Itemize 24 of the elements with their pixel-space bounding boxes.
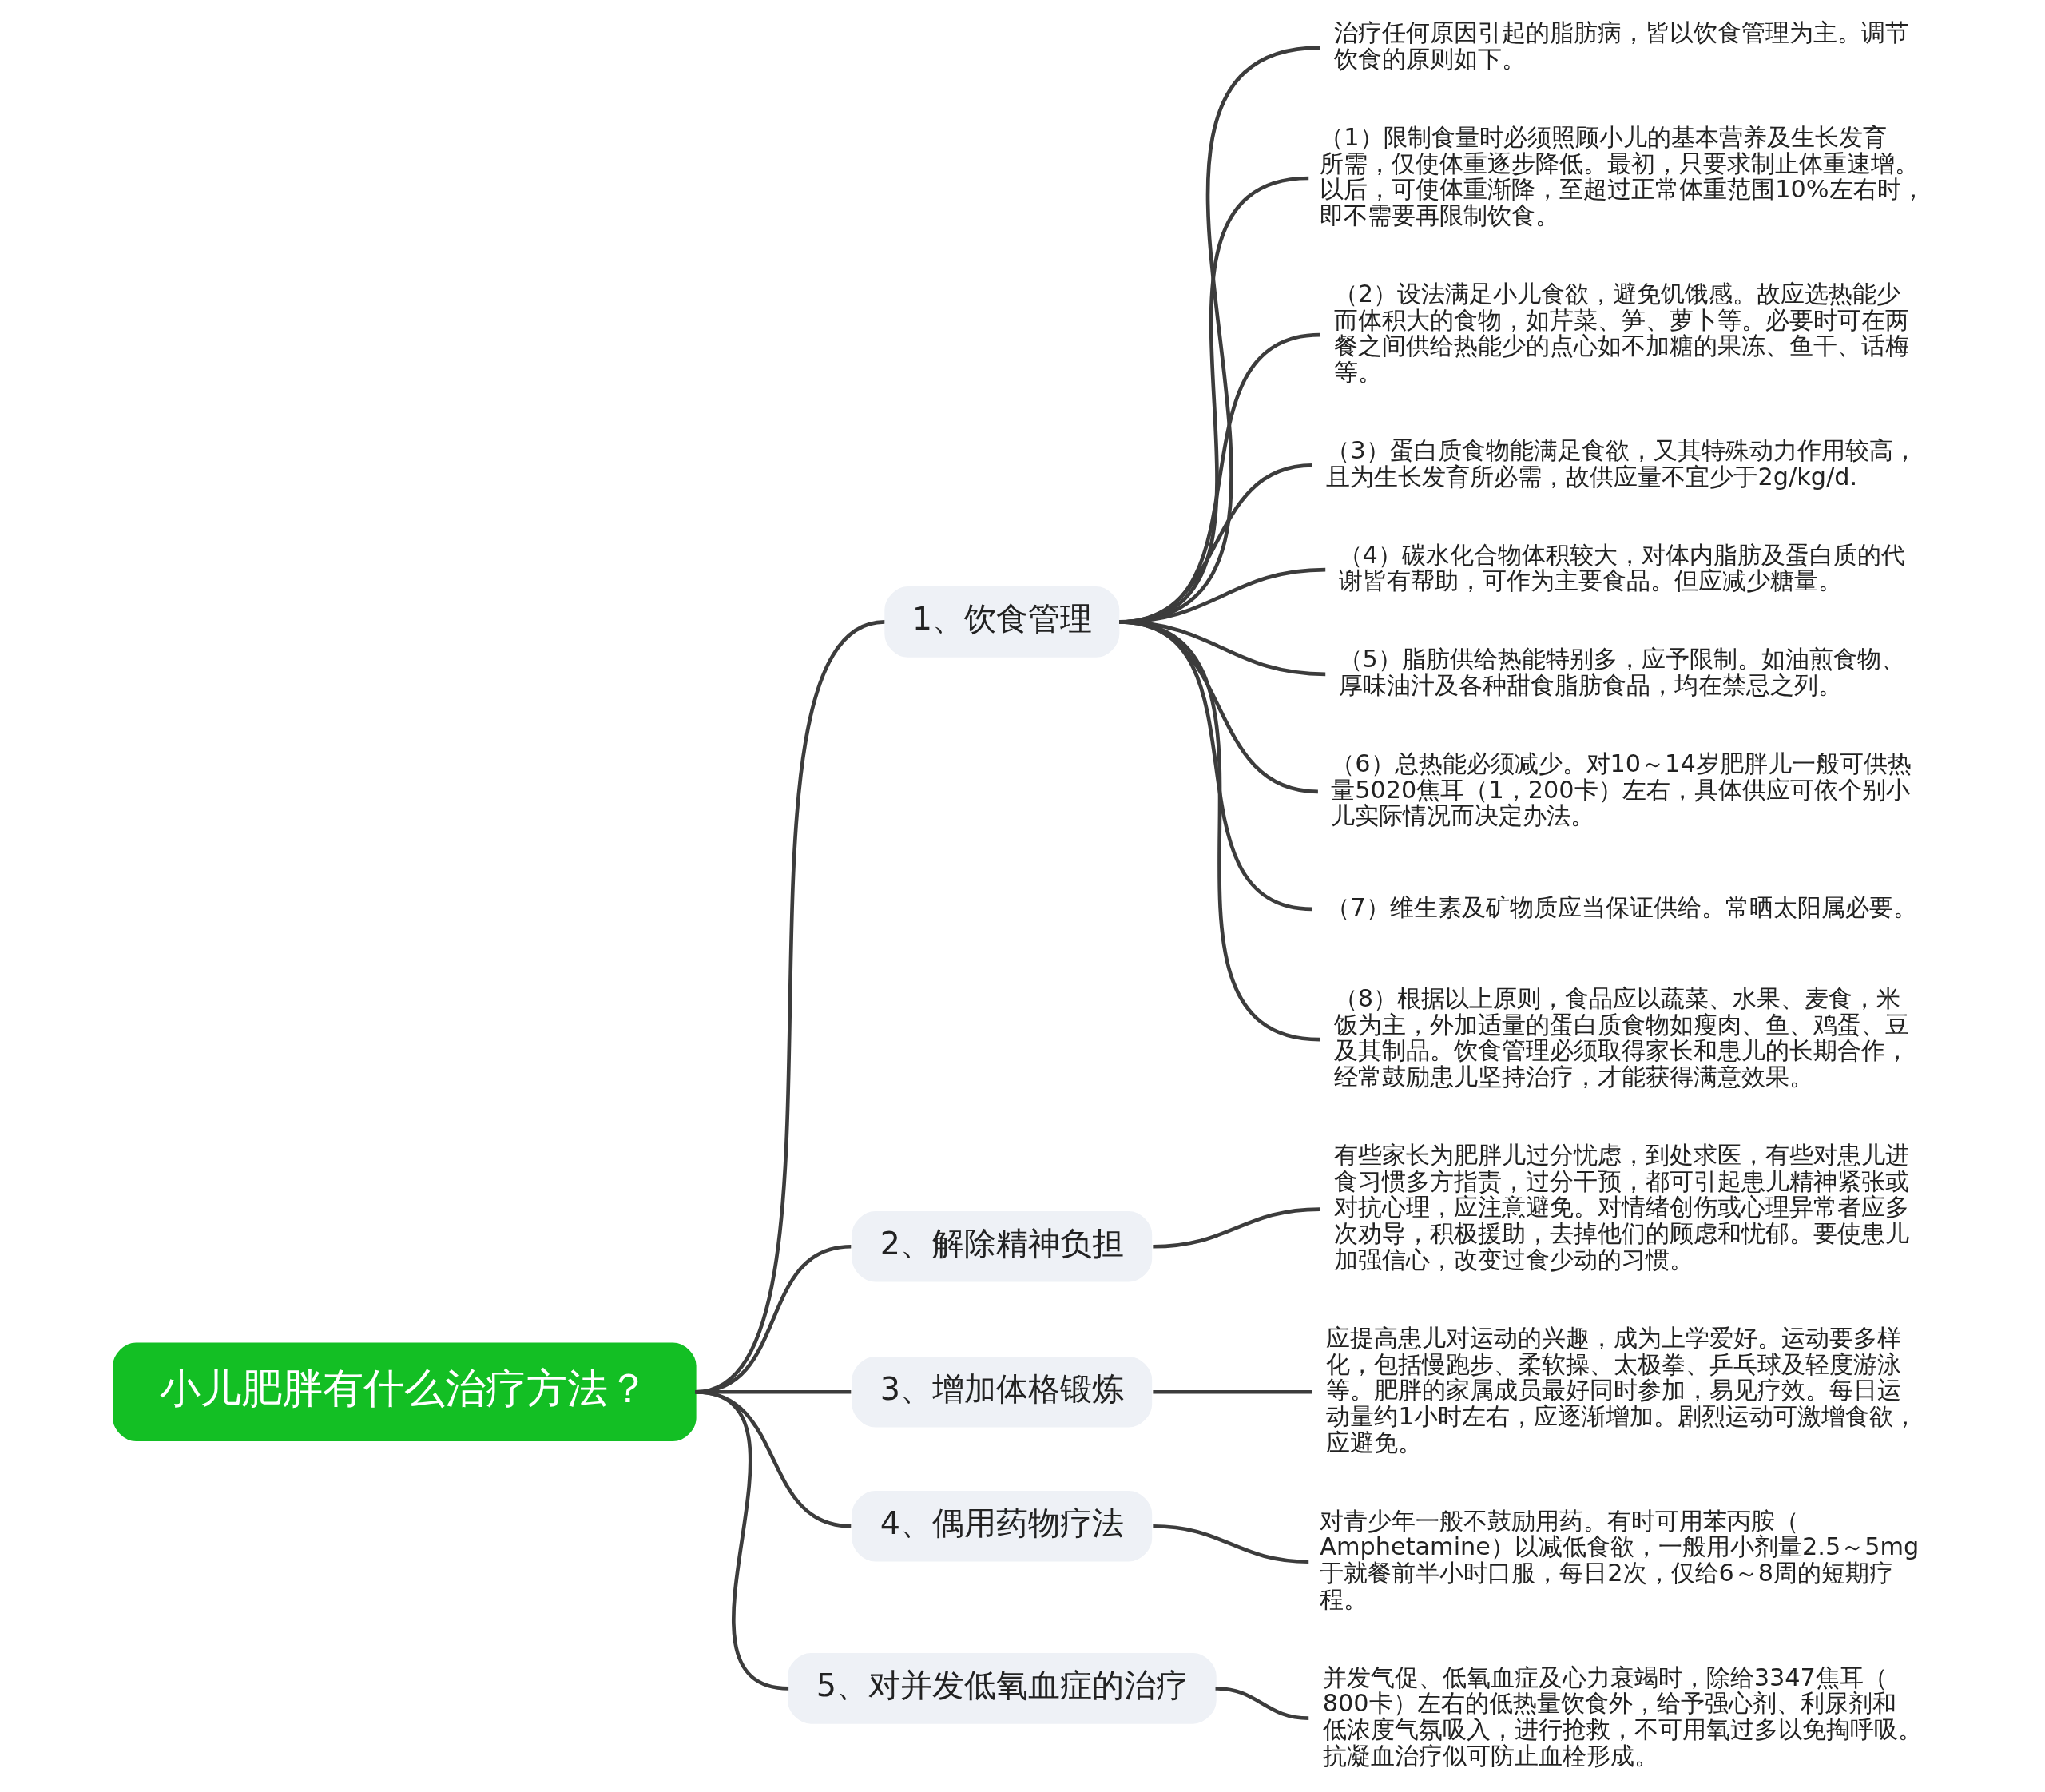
node-text: （6）总热能必须减少。对10～14岁肥胖儿一般可供热量5020焦耳（1，200卡）左右，具体供应可依个别小儿实际情况而决定办法。 (1331, 749, 1912, 830)
node-box: 3、增加体格锻炼 (852, 1356, 1153, 1428)
node-text: （5）脂肪供给热能特别多，应予限制。如油煎食物、厚味油汁及各种甜食脂肪食品，均在禁忌之列。 (1338, 645, 1905, 700)
node-box: 小儿肥胖有什么治疗方法？ (113, 1342, 697, 1442)
node-text: 并发气促、低氧血症及心力衰竭时，除给3347焦耳（800卡）左右的低热量饮食外，给予强心剂、利尿剂和低浓度气氛吸入，进行抢救，不可用氧过多以免掏呼吸。抗凝血治疗似可防止血栓形成。 (1322, 1663, 1922, 1770)
connector (1153, 1389, 1312, 1394)
node-text: （4）碳水化合物体积较大，对体内脂肪及蛋白质的代谢皆有帮助，可作为主要食品。但应减少糖量。 (1338, 540, 1905, 595)
node-text: 对青少年一般不鼓励用药。有时可用苯丙胺（Amphetamine）以减低食欲，一般用小剂量2.5～5mg于就餐前半小时口服，每日2次，仅给6～8周的短期疗程。 (1320, 1506, 1920, 1613)
node-box: 2、解除精神负担 (852, 1210, 1153, 1282)
node-box: 5、对并发低氧血症的治疗 (787, 1652, 1217, 1724)
node-text: （2）设法满足小儿食欲，避免饥饿感。故应选热能少而体积大的食物，如芹菜、笋、萝卜等。必要时可在两餐之间供给热能少的点心如不加糖的果冻、鱼干、话梅等。 (1333, 279, 1909, 387)
node-text: （3）蛋白质食物能满足食欲，又其特殊动力作用较高，且为生长发育所必需，故供应量不宜少于2g/kg/d. (1326, 436, 1917, 491)
connector (1153, 1207, 1320, 1249)
node-box: 4、偶用药物疗法 (852, 1490, 1153, 1562)
connector (1118, 620, 1320, 1042)
node-box: 1、饮食管理 (884, 586, 1120, 658)
node-text: （8）根据以上原则，食品应以蔬菜、水果、麦食，米饭为主，外加适量的蛋白质食物如瘦肉、鱼、鸡蛋、豆及其制品。饮食管理必须取得家长和患儿的长期合作，经常鼓励患儿坚持治疗，才能获得满意效果。 (1333, 984, 1909, 1091)
connector (1215, 1686, 1309, 1720)
node-text: 有些家长为肥胖儿过分忧虑，到处求医，有些对患儿进食习惯多方指责，过分干预，都可引起患儿精神紧张或对抗心理，应注意避免。对情绪创伤或心理异常者应多次劝导，积极援助，去掉他们的顾虑和忧郁。要使患儿加强信心，改变过食少动的习惯。 (1333, 1141, 1909, 1273)
node-text: （7）维生素及矿物质应当保证供给。常晒太阳属必要。 (1326, 892, 1917, 921)
node-text: 治疗任何原因引起的脂肪病，皆以饮食管理为主。调节饮食的原则如下。 (1333, 18, 1909, 73)
node-text: （1）限制食量时必须照顾小儿的基本营养及生长发育所需，仅使体重逐步降低。最初，只要求制止体重速增。以后，可使体重渐降，至超过正常体重范围10%左右时，即不需要再限制饮食。 (1320, 122, 1925, 229)
connector (1153, 1524, 1309, 1564)
node-text: 应提高患儿对运动的兴趣，成为上学爱好。运动要多样化，包括慢跑步、柔软操、太极拳、乒乓球及轻度游泳等。肥胖的家属成员最好同时参加，易见疗效。每日运动量约1小时左右，应逐渐增加。剧烈运动可激增食欲，应避免。 (1326, 1323, 1917, 1456)
